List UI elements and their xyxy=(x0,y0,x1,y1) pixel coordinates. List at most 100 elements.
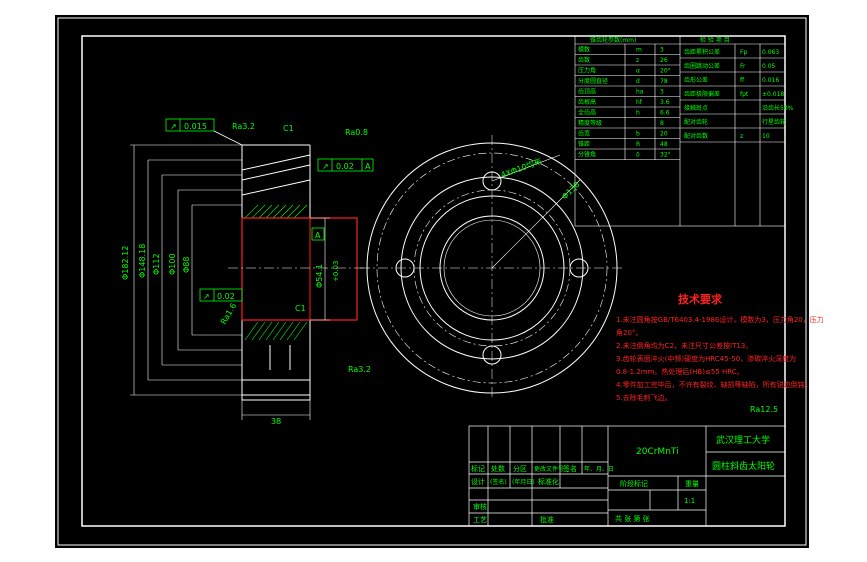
ptab-right-title: 检 验 项 目 xyxy=(700,36,730,44)
ptab-param-name: 模数 xyxy=(578,46,590,54)
ptab-param-value: 20° xyxy=(660,68,671,75)
ptab-param-symbol: ha xyxy=(636,89,644,96)
tech-title: 技术要求 xyxy=(678,292,723,306)
dim-width: 38 xyxy=(271,417,281,426)
ptab-check-name: 配对齿轮 xyxy=(684,118,708,126)
ptab-param-name: 齿数 xyxy=(578,56,590,64)
ptab-check-symbol: ff xyxy=(740,77,745,84)
tb-approve: 批准 xyxy=(540,515,554,524)
dim-d4: Φ100 xyxy=(168,253,177,275)
ptab-param-symbol: R xyxy=(636,141,640,148)
tech-line-5: 0.8-1.2mm。热处理后(HB)≤55 HRC。 xyxy=(616,367,744,376)
fcf2-ref: A xyxy=(365,162,371,171)
dim-d2: Φ148.18 xyxy=(138,244,147,278)
tb-h2-1: (签名) xyxy=(490,478,507,486)
ptab-check-value: 0.016 xyxy=(762,77,779,84)
ptab-param-symbol: α xyxy=(636,68,640,75)
ptab-param-symbol: z xyxy=(636,57,639,64)
ptab-param-value: 26 xyxy=(660,57,668,64)
tb-h1-4: 签名 xyxy=(563,464,577,473)
tb-material: 20CrMnTi xyxy=(636,447,679,457)
roughness-1: Ra3.2 xyxy=(232,122,255,131)
tb-scale: 1:1 xyxy=(684,497,695,505)
ptab-check-value: 0.063 xyxy=(762,49,779,56)
ptab-check-symbol: z xyxy=(740,133,743,140)
dim-od: Φ182.12 xyxy=(121,246,130,280)
fcf3-value: 0.02 xyxy=(217,292,235,301)
dim-bore: Φ54.1 xyxy=(315,264,324,288)
ptab-check-name: 齿距极限偏差 xyxy=(684,90,720,98)
fcf2-symbol: ↗ xyxy=(322,162,329,171)
ptab-param-value: 78 xyxy=(660,78,668,85)
left-section-view: ↗ 0.015 ↗ 0.02 A ↗ 0.02 A Ra3.2 Ra0.8 Ra… xyxy=(121,118,374,426)
ptab-check-name: 接触斑点 xyxy=(684,104,708,112)
ptab-param-name: 精度等级 xyxy=(578,119,602,127)
tb-part-name: 圆柱斜齿太阳轮 xyxy=(712,460,775,472)
tb-h1-1: 处数 xyxy=(491,464,505,473)
ptab-param-symbol: m xyxy=(636,47,642,54)
ptab-param-value: 8 xyxy=(660,120,664,127)
tech-line-6: 4.零件加工完毕后，不许有裂纹、缺损等缺陷，所有锐边倒钝。 xyxy=(616,380,812,389)
tb-h1-5: 年、月、日 xyxy=(584,465,614,473)
ptab-param-name: 锥距 xyxy=(578,140,590,148)
bolt-hole-right xyxy=(569,258,589,278)
roughness-4: Ra3.2 xyxy=(348,365,371,374)
ptab-title: 锥齿轮参数(mm) xyxy=(590,36,636,44)
tb-h2-3: 标准化 xyxy=(538,477,559,486)
ptab-check-value: 10 xyxy=(762,133,770,140)
outer-border xyxy=(57,17,807,546)
ptab-check-name: 齿形公差 xyxy=(684,76,708,84)
chamfer-top: C1 xyxy=(283,124,294,133)
tb-school: 武汉理工大学 xyxy=(716,434,770,446)
gear-parameter-table xyxy=(574,35,786,227)
fcf2-value: 0.02 xyxy=(336,162,354,171)
ptab-param-symbol: d xyxy=(636,78,640,85)
tb-h2-0: 设计 xyxy=(471,477,485,486)
gear-parameter-text: 锥齿轮参数(mm) 检 验 项 目模数 m 3 齿数 z 26 压力角 α 20° 分度圆直径 d 78… xyxy=(578,36,794,159)
tb-h1-2: 分区 xyxy=(513,464,527,473)
tb-stage: 阶段标记 xyxy=(620,479,648,488)
tb-sheets: 共 张 第 张 xyxy=(615,514,650,523)
ptab-param-value: 3 xyxy=(660,47,664,54)
ptab-check-name: 齿距累积公差 xyxy=(684,48,720,56)
ptab-param-name: 压力角 xyxy=(578,67,596,75)
dim-bore-tol: +0.03 xyxy=(332,261,340,282)
ptab-param-value: 32° xyxy=(660,152,671,159)
roughness-note: Ra12.5 xyxy=(750,405,778,414)
dim-d3: Φ112 xyxy=(152,253,161,275)
technical-requirements: 技术要求 1.未注圆角按GB/T6403.4-1986设计，模数为3，压力角20… xyxy=(616,292,824,414)
ptab-param-value: 3.6 xyxy=(660,99,670,106)
tb-h2-2: (年月日) xyxy=(512,478,535,486)
tech-line-3: 2.未注倒角均为C2，未注尺寸公差按IT13。 xyxy=(616,341,752,350)
roughness-2: Ra0.8 xyxy=(345,128,368,137)
ptab-param-name: 齿顶高 xyxy=(578,88,596,96)
ptab-check-name: 配对齿数 xyxy=(684,132,708,140)
tech-line-2: 角20°。 xyxy=(616,328,642,337)
inner-border xyxy=(81,35,786,527)
chamfer-bore: C1 xyxy=(295,304,306,313)
background xyxy=(55,15,809,548)
tb-weight: 重量 xyxy=(685,480,699,488)
ptab-check-value: ±0.018 xyxy=(762,91,784,98)
fcf1-symbol: ↗ xyxy=(170,122,177,131)
fcf1-value: 0.015 xyxy=(184,122,207,131)
ptab-check-name: 齿圈跳动公差 xyxy=(684,62,720,70)
tb-h1-0: 标记 xyxy=(471,464,485,473)
tech-line-4: 3.齿轮表面淬火(中频)硬度为HRC45-50，渗碳淬火深度为 xyxy=(616,354,796,363)
tech-line-7: 5.去除毛刺飞边。 xyxy=(616,393,672,402)
ptab-param-value: 6.6 xyxy=(660,110,670,117)
tech-line-1: 1.未注圆角按GB/T6403.4-1986设计，模数为3，压力角20，压力 xyxy=(616,315,824,324)
ptab-param-symbol: hf xyxy=(636,99,643,106)
dim-d5: Φ88 xyxy=(182,257,191,273)
ptab-param-symbol: δ xyxy=(636,152,640,159)
ptab-param-symbol: b xyxy=(636,131,640,138)
ptab-check-symbol: Fr xyxy=(740,63,746,70)
ptab-param-symbol: h xyxy=(636,110,640,117)
bore-section xyxy=(241,217,358,321)
ptab-param-name: 分度圆直径 xyxy=(578,77,608,85)
tb-h1-3: 更改文件号 xyxy=(534,465,564,473)
ptab-param-name: 齿宽 xyxy=(578,130,590,138)
ptab-param-value: 3 xyxy=(660,89,664,96)
title-block xyxy=(468,425,786,527)
